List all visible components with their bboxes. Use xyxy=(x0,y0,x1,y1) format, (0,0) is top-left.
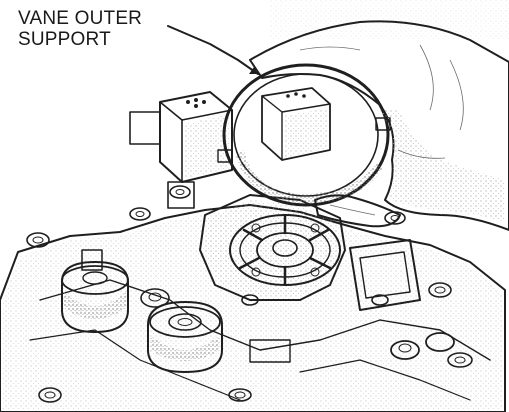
vane-outer-support-label: VANE OUTER SUPPORT xyxy=(18,8,142,50)
round-boss xyxy=(147,301,223,373)
bolt-hole xyxy=(38,387,62,403)
pump-pocket xyxy=(199,194,346,301)
ring-holes xyxy=(251,223,320,277)
bolt-hole xyxy=(447,352,473,368)
bolt-hole xyxy=(371,294,389,306)
pump-body-plate xyxy=(0,204,506,412)
bolt-hole xyxy=(169,185,191,199)
bolt-hole xyxy=(428,282,452,298)
vane-outer-support-ring xyxy=(217,63,391,207)
right-chamber xyxy=(349,239,421,311)
callout-arrowhead xyxy=(249,67,258,74)
callout-line-1: VANE OUTER xyxy=(18,8,143,29)
hand xyxy=(249,20,509,231)
vanes xyxy=(238,214,332,286)
center-boss xyxy=(140,288,170,308)
callout-line-2: SUPPORT xyxy=(18,29,111,50)
small-seats xyxy=(249,332,455,363)
left-valve-seat xyxy=(61,249,129,333)
callout-leader-line xyxy=(167,25,259,75)
bolt-hole xyxy=(228,388,252,402)
bolt-hole xyxy=(26,232,50,248)
bolt-hole xyxy=(129,207,151,221)
solenoid-assembly xyxy=(129,91,233,209)
